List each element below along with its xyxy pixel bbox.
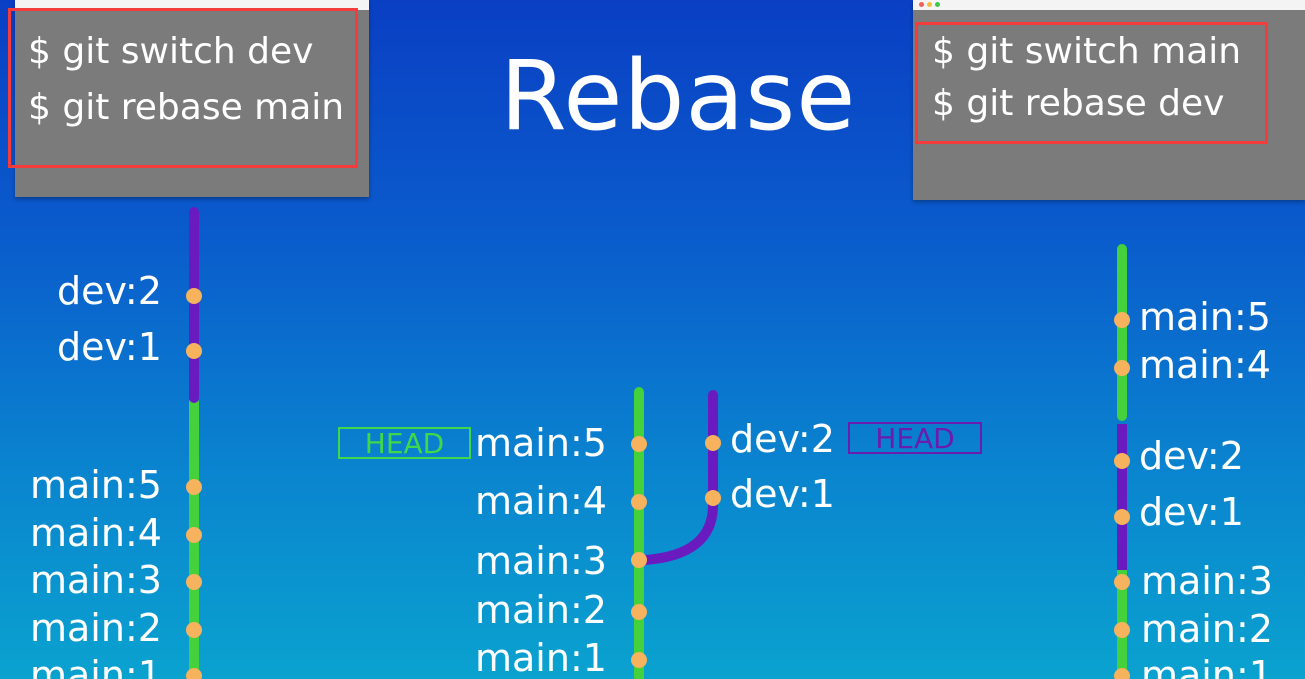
- right-main4-dot: [1114, 360, 1130, 376]
- middle-label-main1: main:1: [475, 636, 607, 679]
- left-main3-dot: [186, 574, 202, 590]
- middle-dev1-dot: [705, 490, 721, 506]
- minimize-dot-icon: [927, 2, 932, 7]
- left-command-2: $ git rebase main: [28, 87, 345, 128]
- right-command-2: $ git rebase dev: [932, 83, 1225, 124]
- middle-label-main4: main:4: [475, 479, 607, 523]
- right-dev1-dot: [1114, 509, 1130, 525]
- left-main4-dot: [186, 527, 202, 543]
- middle-label-main3: main:3: [475, 539, 607, 583]
- right-label-dev1: dev:1: [1139, 490, 1244, 534]
- middle-dev-branch-line: [640, 390, 718, 565]
- right-main2-dot: [1114, 622, 1130, 638]
- right-label-main1: main:1: [1141, 653, 1273, 679]
- middle-main5-dot: [631, 436, 647, 452]
- middle-label-dev1: dev:1: [730, 472, 835, 516]
- left-label-dev1: dev:1: [57, 325, 162, 369]
- right-main1-dot: [1114, 668, 1130, 679]
- left-label-dev2: dev:2: [57, 269, 162, 313]
- middle-label-main5: main:5: [475, 421, 607, 465]
- right-terminal-window: [913, 0, 1305, 200]
- right-label-main5: main:5: [1139, 295, 1271, 339]
- right-label-dev2: dev:2: [1139, 434, 1244, 478]
- left-label-main3: main:3: [30, 558, 162, 602]
- slide-title: Rebase: [500, 40, 857, 152]
- left-dev2-dot: [186, 288, 202, 304]
- middle-dev-head-tag: HEAD: [848, 422, 982, 454]
- right-label-main4: main:4: [1139, 343, 1271, 387]
- right-main5-dot: [1114, 312, 1130, 328]
- right-label-main3: main:3: [1141, 559, 1273, 603]
- middle-label-dev2: dev:2: [730, 417, 835, 461]
- left-main5-dot: [186, 479, 202, 495]
- middle-main-head-tag: HEAD: [338, 427, 471, 459]
- right-command-highlight: [915, 22, 1268, 144]
- middle-main4-dot: [631, 494, 647, 510]
- left-label-main5: main:5: [30, 463, 162, 507]
- right-terminal-titlebar: [913, 0, 1305, 10]
- maximize-dot-icon: [935, 2, 940, 7]
- middle-main2-dot: [631, 604, 647, 620]
- middle-main3-dot: [631, 552, 647, 568]
- close-dot-icon: [919, 2, 924, 7]
- left-command-highlight: [8, 8, 358, 168]
- left-label-main4: main:4: [30, 511, 162, 555]
- left-terminal-window: [15, 0, 369, 197]
- left-command-1: $ git switch dev: [28, 31, 314, 72]
- left-terminal-titlebar: [15, 0, 369, 10]
- right-dev2-dot: [1114, 453, 1130, 469]
- right-command-1: $ git switch main: [932, 31, 1242, 72]
- left-dev1-dot: [186, 343, 202, 359]
- left-label-main1: main:1: [30, 653, 162, 679]
- left-label-main2: main:2: [30, 606, 162, 650]
- right-label-main2: main:2: [1141, 607, 1273, 651]
- middle-main1-dot: [631, 652, 647, 668]
- left-main1-dot: [186, 668, 202, 679]
- middle-label-main2: main:2: [475, 588, 607, 632]
- right-main3-dot: [1114, 574, 1130, 590]
- window-controls: [919, 2, 940, 7]
- left-main2-dot: [186, 622, 202, 638]
- middle-dev2-dot: [705, 435, 721, 451]
